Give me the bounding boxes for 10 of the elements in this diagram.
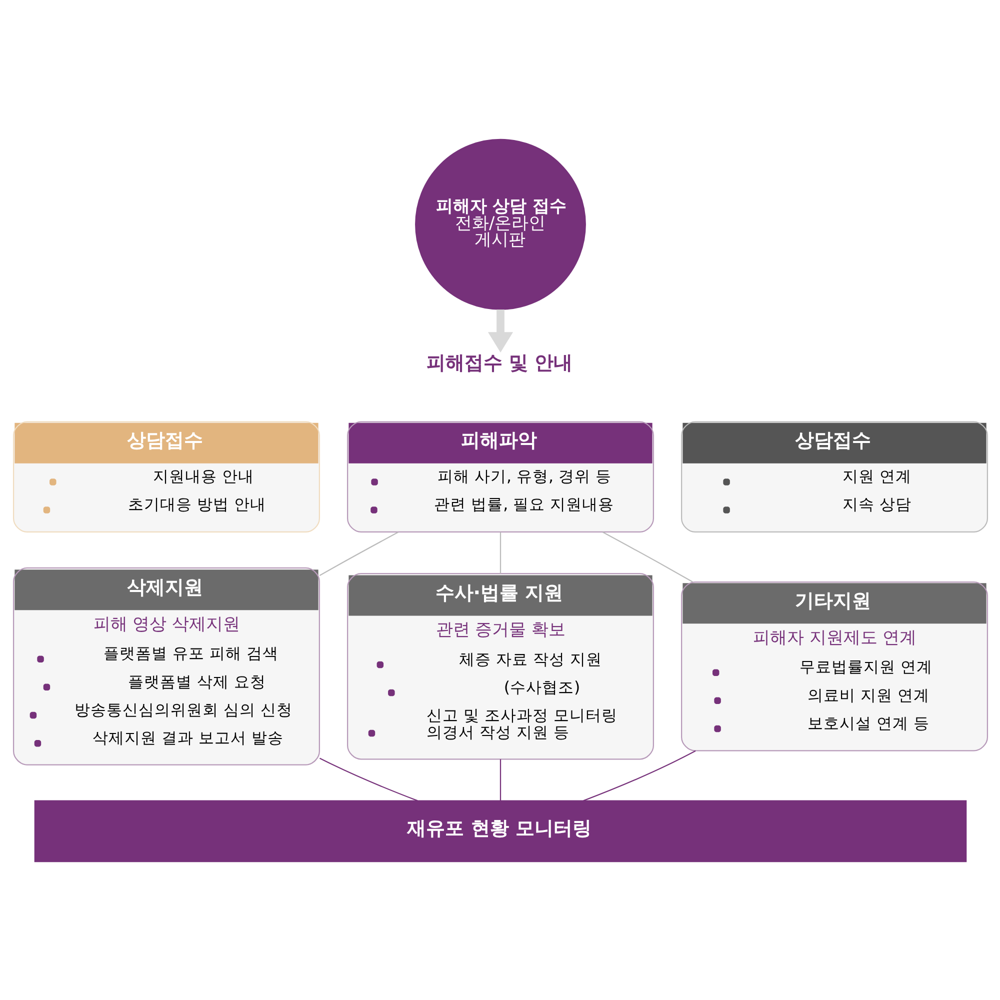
node-text: 피해접수 및 안내: [426, 350, 572, 374]
node-box: 재유포 현황 모니터링: [34, 800, 966, 862]
connector: [318, 531, 398, 576]
connector: [602, 531, 692, 582]
connector: [499, 532, 501, 573]
node-circle: 피해자 상담 접수 전화/온라인 게시판: [414, 138, 586, 310]
connector: [318, 757, 418, 801]
arrow: [487, 309, 513, 352]
connector: [582, 750, 696, 801]
connector: [499, 758, 501, 800]
